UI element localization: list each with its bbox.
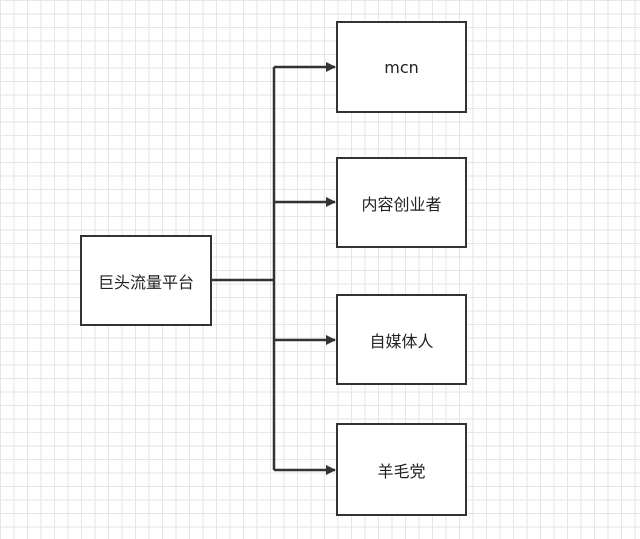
child-node-self-media: 自媒体人: [336, 294, 467, 385]
child-node-label: 内容创业者: [361, 194, 442, 214]
child-node-freeloader: 羊毛党: [336, 423, 467, 516]
child-node-label: mcn: [384, 57, 419, 77]
child-node-label: 自媒体人: [369, 331, 434, 351]
child-node-mcn: mcn: [336, 21, 467, 113]
root-node-label: 巨头流量平台: [97, 272, 194, 292]
child-node-label: 羊毛党: [377, 461, 426, 481]
child-node-content-creator: 内容创业者: [336, 157, 467, 248]
root-node: 巨头流量平台: [80, 235, 212, 326]
